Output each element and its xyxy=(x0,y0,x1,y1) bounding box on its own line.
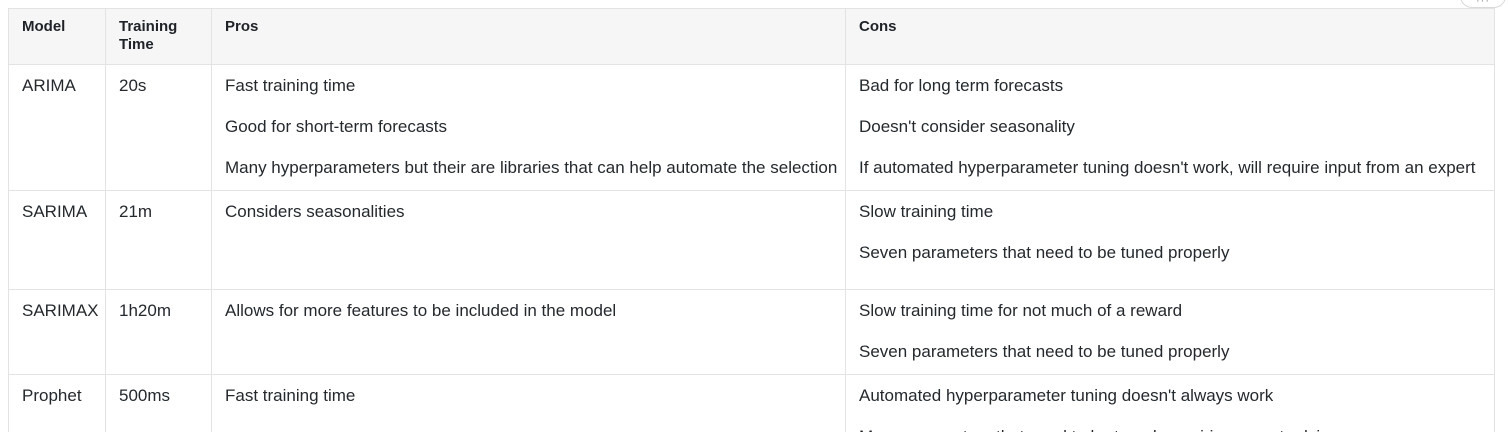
cell-cons-line: Many parameters that need to be tuned, r… xyxy=(859,426,1481,432)
cell-cons-line: Automated hyperparameter tuning doesn't … xyxy=(859,386,1274,405)
cell-cons-line: Seven parameters that need to be tuned p… xyxy=(859,243,1230,262)
cell-model: SARIMAX xyxy=(8,289,106,375)
cell-pros-line: Good for short-term forecasts xyxy=(225,117,448,136)
cell-pros-line: Allows for more features to be included … xyxy=(225,301,617,320)
cell-cons-line: Slow training time xyxy=(859,202,994,221)
cell-pros-line: Considers seasonalities xyxy=(225,202,405,221)
table-header: Model Training Time Pros Cons xyxy=(8,8,1495,65)
cell-cons-line: Seven parameters that need to be tuned p… xyxy=(859,342,1230,361)
cell-pros: Allows for more features to be included … xyxy=(211,289,846,375)
cell-model: Prophet xyxy=(8,374,106,432)
cell-training-time: 20s xyxy=(105,64,212,191)
corner-overlay-widget[interactable]: ··· xyxy=(1460,0,1506,8)
cell-cons-line: Slow training time for not much of a rew… xyxy=(859,301,1183,320)
cell-cons-lines: Automated hyperparameter tuning doesn't … xyxy=(859,385,1481,432)
cell-training-time: 500ms xyxy=(105,374,212,432)
cell-pros-lines: Allows for more features to be included … xyxy=(225,300,832,321)
cell-model: ARIMA xyxy=(8,64,106,191)
cell-pros: Fast training time xyxy=(211,374,846,432)
cell-cons-line: If automated hyperparameter tuning doesn… xyxy=(859,158,1476,177)
cell-model: SARIMA xyxy=(8,190,106,290)
cell-cons-line: Doesn't consider seasonality xyxy=(859,117,1075,136)
cell-pros: Considers seasonalities xyxy=(211,190,846,290)
cell-cons: Automated hyperparameter tuning doesn't … xyxy=(845,374,1495,432)
cell-pros-lines: Considers seasonalities xyxy=(225,201,832,222)
cell-pros-lines: Fast training time xyxy=(225,385,832,406)
ellipsis-icon: ··· xyxy=(1476,0,1490,7)
cell-training-time: 21m xyxy=(105,190,212,290)
column-header-cons: Cons xyxy=(845,8,1495,65)
cell-pros-line: Fast training time xyxy=(225,76,356,95)
table-header-row: Model Training Time Pros Cons xyxy=(8,8,1495,65)
column-header-model: Model xyxy=(8,8,106,65)
cell-cons-lines: Slow training time for not much of a rew… xyxy=(859,300,1481,362)
cell-cons-line: Bad for long term forecasts xyxy=(859,76,1064,95)
cell-pros-line: Fast training time xyxy=(225,386,356,405)
cell-training-time: 1h20m xyxy=(105,289,212,375)
column-header-pros: Pros xyxy=(211,8,846,65)
column-header-training-time: Training Time xyxy=(105,8,212,65)
cell-pros-line: Many hyperparameters but their are libra… xyxy=(225,158,838,177)
cell-cons: Slow training time for not much of a rew… xyxy=(845,289,1495,375)
